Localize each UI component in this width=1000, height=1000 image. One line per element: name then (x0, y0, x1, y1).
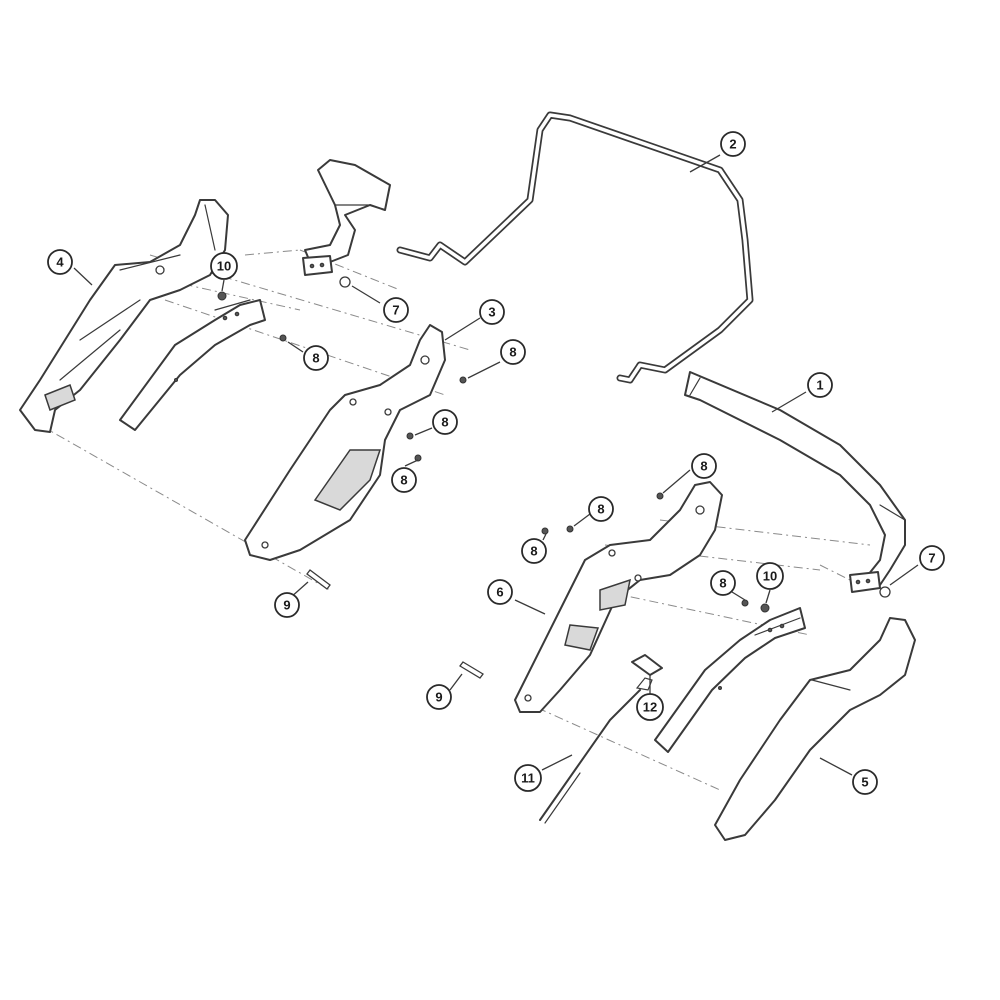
left-inner-cover-part (244, 324, 446, 561)
callout-label: 5 (861, 775, 868, 790)
right-lower-tube (654, 607, 806, 753)
left-lower-tube (119, 299, 266, 431)
callout-2: 2 (720, 131, 746, 157)
right-inner-cover-part (514, 481, 723, 713)
callout-label: 4 (56, 255, 64, 270)
callout-8-g: 8 (521, 538, 547, 564)
bail-wire-part (396, 111, 754, 384)
callout-7-left: 7 (383, 297, 409, 323)
callout-label: 8 (400, 473, 407, 488)
callout-label: 8 (509, 345, 516, 360)
right-outer-cover-part (714, 617, 916, 841)
upper-left-grip (302, 159, 391, 276)
clip-part (631, 654, 663, 676)
callout-label: 2 (729, 137, 736, 152)
callout-7-right: 7 (919, 545, 945, 571)
handle-bar-part (684, 371, 906, 593)
callout-10-right: 10 (756, 562, 784, 590)
alignment-lines (39, 249, 871, 791)
callout-label: 11 (521, 771, 535, 786)
callout-label: 8 (597, 502, 604, 517)
callout-6: 6 (487, 579, 513, 605)
callout-4: 4 (47, 249, 73, 275)
callout-label: 7 (392, 303, 399, 318)
leader-lines (73, 154, 919, 776)
callout-label: 8 (441, 415, 448, 430)
callout-label: 8 (530, 544, 537, 559)
callout-10-left: 10 (210, 252, 238, 280)
callout-1: 1 (807, 372, 833, 398)
cable-part (539, 677, 653, 824)
callout-8-h: 8 (710, 570, 736, 596)
callout-3: 3 (479, 299, 505, 325)
callout-label: 3 (488, 305, 495, 320)
callout-12: 12 (636, 693, 664, 721)
callout-label: 10 (763, 569, 777, 584)
callout-label: 10 (217, 259, 231, 274)
callout-8-c: 8 (432, 409, 458, 435)
callout-8-e: 8 (691, 453, 717, 479)
callout-label: 8 (719, 576, 726, 591)
callout-5: 5 (852, 769, 878, 795)
fasteners (217, 276, 891, 679)
callout-label: 9 (283, 598, 290, 613)
callout-8-b: 8 (500, 339, 526, 365)
callout-8-d: 8 (391, 467, 417, 493)
callout-9-right: 9 (426, 684, 452, 710)
callout-label: 12 (643, 700, 657, 715)
callout-8-f: 8 (588, 496, 614, 522)
callout-label: 7 (928, 551, 935, 566)
callout-8-a: 8 (303, 345, 329, 371)
callout-9-left: 9 (274, 592, 300, 618)
callout-label: 1 (816, 378, 823, 393)
callout-label: 9 (435, 690, 442, 705)
callout-label: 8 (312, 351, 319, 366)
left-outer-cover-part (19, 199, 229, 433)
callout-label: 6 (496, 585, 503, 600)
callout-11: 11 (514, 764, 542, 792)
callout-label: 8 (700, 459, 707, 474)
